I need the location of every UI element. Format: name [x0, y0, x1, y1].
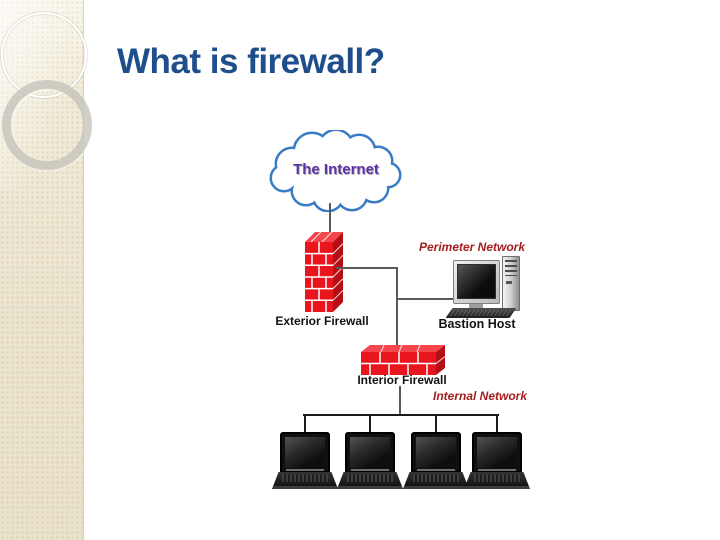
interior-firewall-label: Interior Firewall [357, 373, 447, 387]
monitor-icon [453, 260, 500, 304]
computer-tower-icon [502, 256, 520, 311]
connector-exterior-firewall-to-junction [336, 267, 398, 269]
laptop-screen-icon [345, 432, 395, 473]
laptop-base-icon [464, 472, 530, 489]
exterior-firewall-label: Exterior Firewall [275, 314, 369, 328]
exterior-firewall-icon [305, 231, 344, 312]
connector-bus-to-laptop-4 [496, 414, 498, 433]
bastion-host-label: Bastion Host [438, 317, 516, 331]
laptop-screen-icon [280, 432, 330, 473]
laptop-workstation-1 [271, 430, 339, 490]
laptop-workstation-4 [463, 430, 531, 490]
connector-junction-to-bastion-host [396, 298, 455, 300]
connector-interior-firewall-to-bus [399, 386, 401, 416]
bastion-host-icon [443, 252, 527, 320]
laptop-base-icon [403, 472, 469, 489]
internet-cloud-icon [269, 130, 402, 212]
internet-cloud-label: The Internet [293, 161, 379, 178]
connector-bus-to-laptop-1 [304, 414, 306, 433]
connector-internet-to-exterior-firewall [329, 203, 331, 236]
connector-bus-to-laptop-2 [369, 414, 371, 433]
laptop-base-icon [337, 472, 403, 489]
network-bus-line [303, 414, 499, 416]
connector-junction-to-interior-firewall [396, 267, 398, 347]
internal-network-label: Internal Network [432, 389, 528, 403]
laptop-workstation-3 [402, 430, 470, 490]
ring-icon [2, 80, 92, 170]
connector-bus-to-laptop-3 [435, 414, 437, 433]
laptop-base-icon [272, 472, 338, 489]
sidebar-decoration [0, 0, 92, 540]
laptop-workstation-2 [336, 430, 404, 490]
laptop-screen-icon [411, 432, 461, 473]
slide-title: What is firewall? [117, 42, 385, 81]
interior-firewall-icon [361, 344, 446, 375]
laptop-screen-icon [472, 432, 522, 473]
perimeter-network-label: Perimeter Network [418, 240, 526, 254]
monitor-stand-icon [469, 304, 483, 308]
